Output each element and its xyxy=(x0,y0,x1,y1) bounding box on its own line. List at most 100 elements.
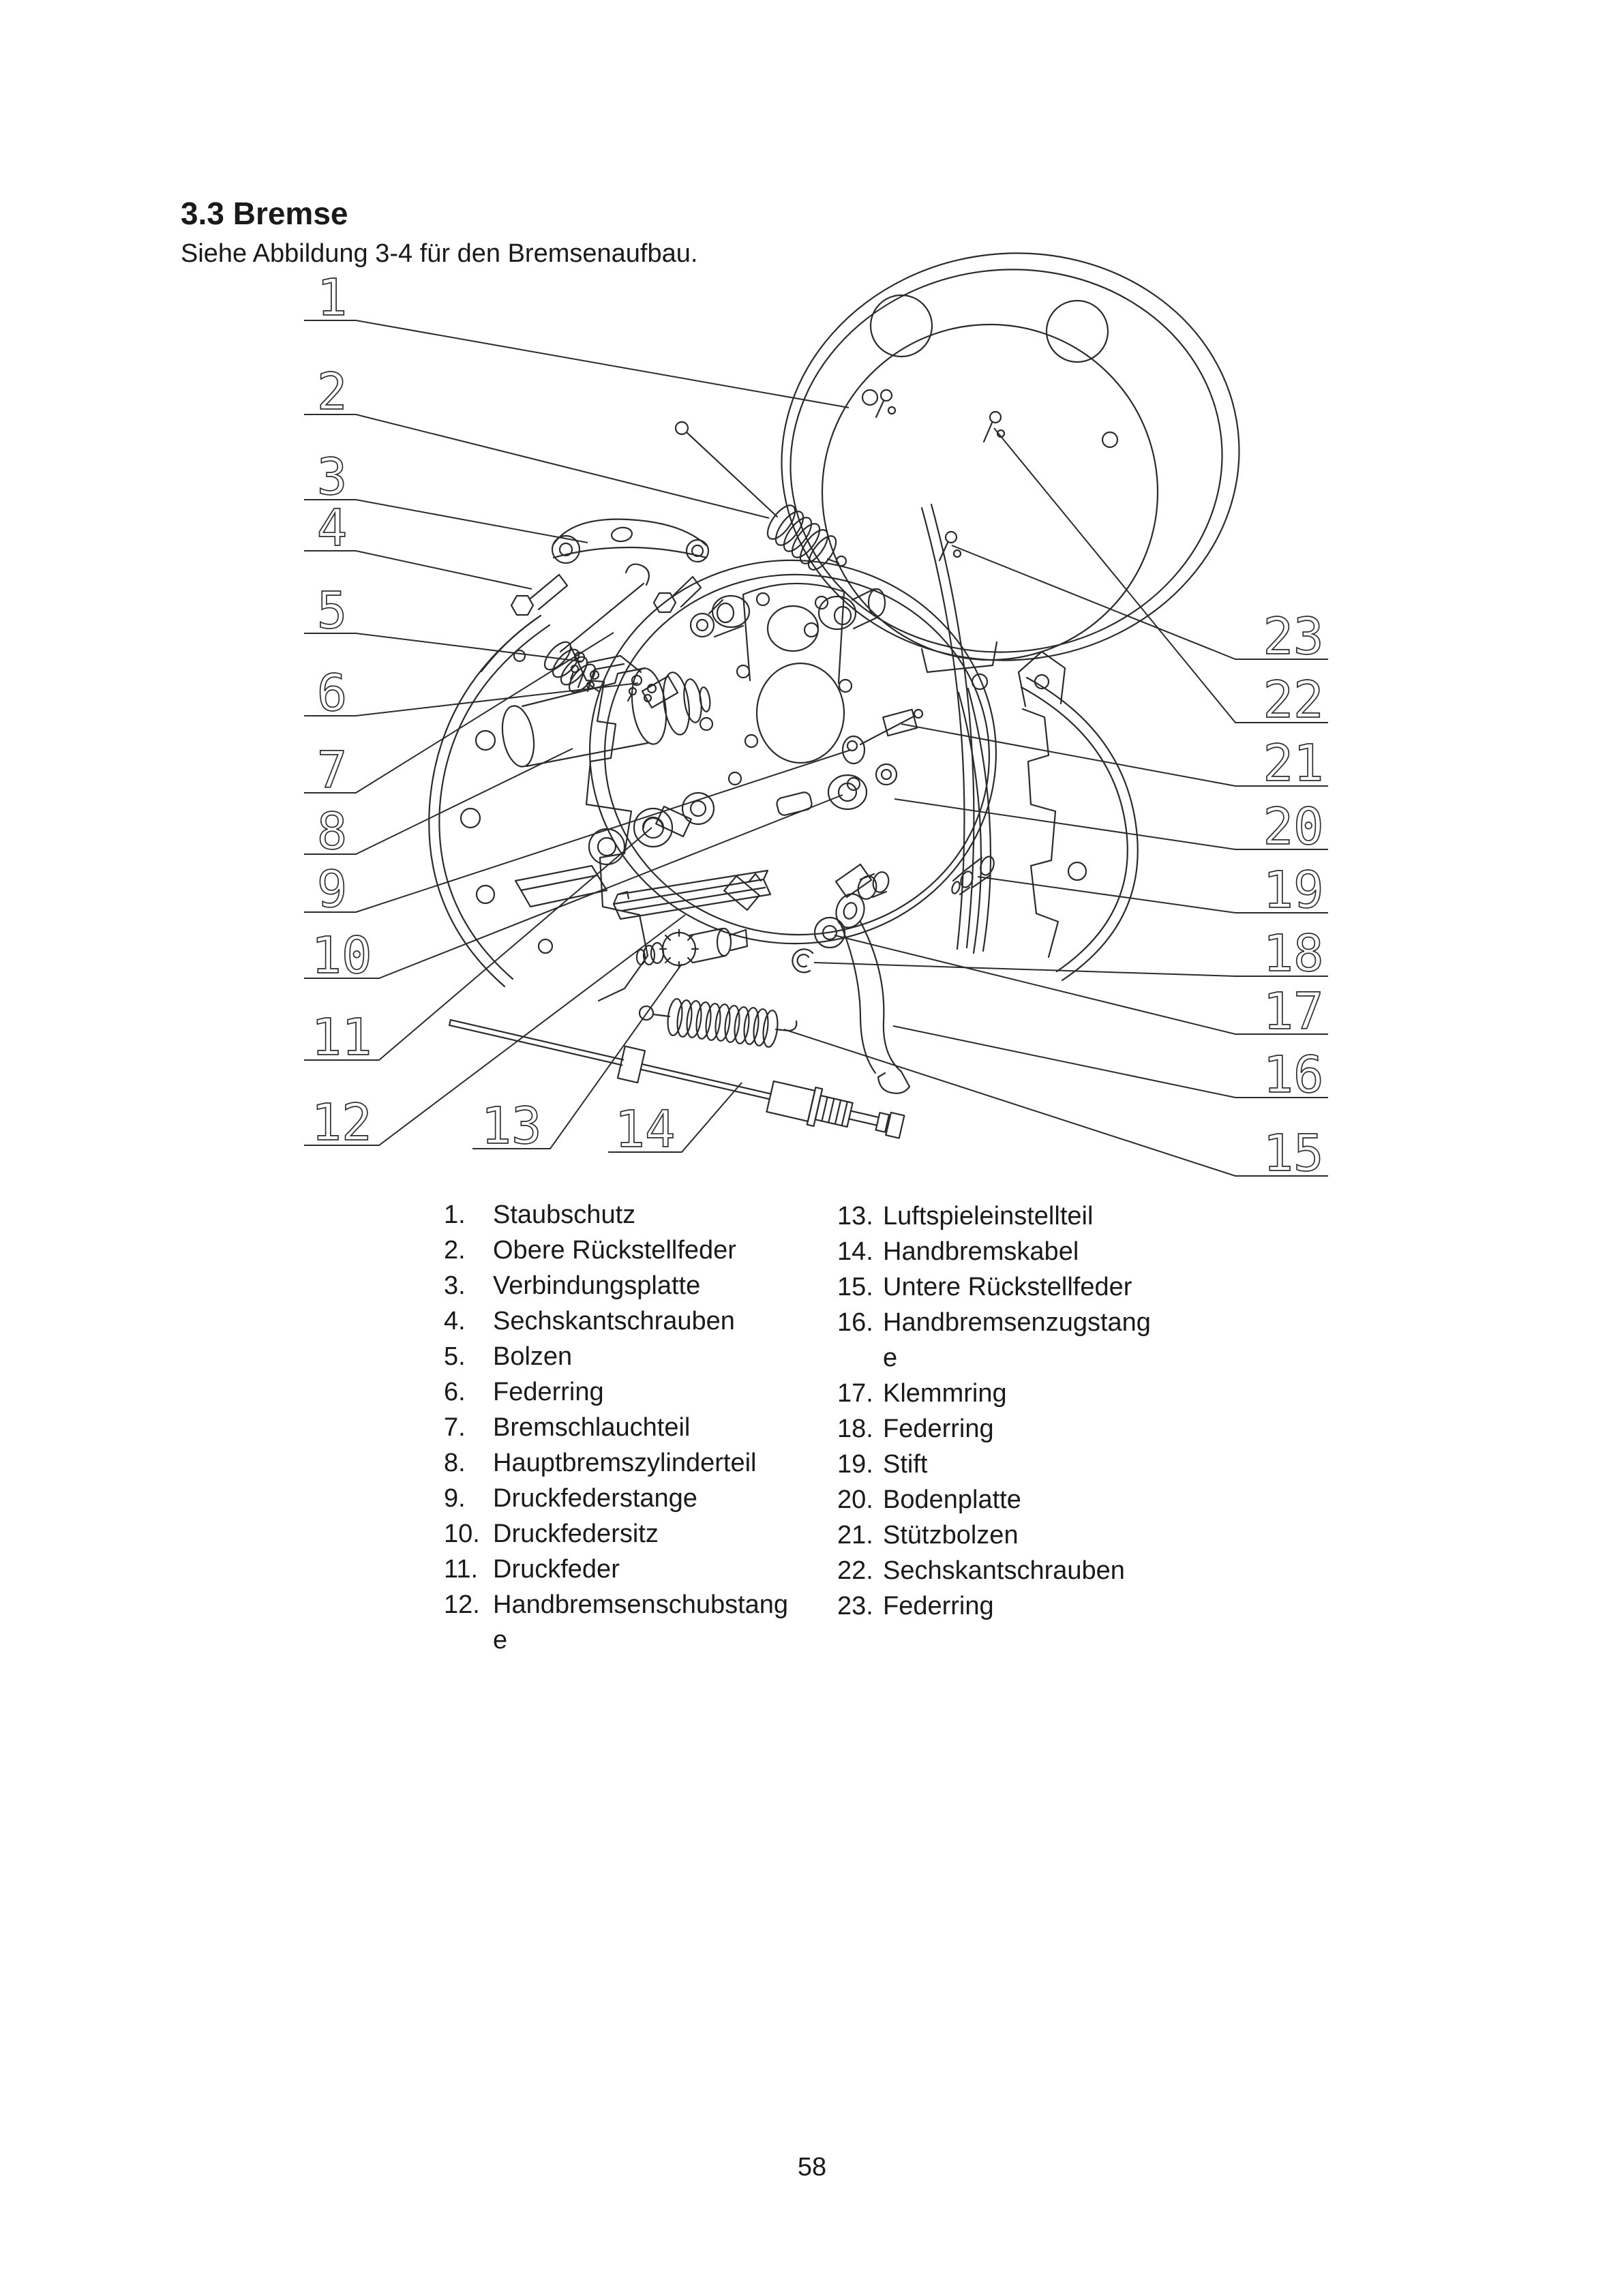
part-label: Bremschlauchteil xyxy=(493,1413,691,1442)
part-number: 21. xyxy=(837,1521,873,1550)
parts-list-right: 13. Luftspieleinstellteil 14. Handbremskabe… xyxy=(837,1198,1151,1624)
parts-list-item: 7. Bremschlauchteil xyxy=(444,1410,788,1445)
brake-hose-part-drawing xyxy=(543,563,650,693)
callout-leader-line xyxy=(472,963,682,1149)
part-label: Handbremskabel xyxy=(883,1237,1079,1266)
parts-list-item: 17. Klemmring xyxy=(837,1376,1151,1411)
callout-number: 21 xyxy=(1263,734,1323,793)
parts-list-item: 10.Druckfedersitz xyxy=(444,1516,788,1552)
callout-number: 7 xyxy=(317,741,348,800)
part-number: 3. xyxy=(444,1271,466,1300)
callout-number: 6 xyxy=(317,664,348,723)
part-number: 8. xyxy=(444,1449,466,1477)
part-number: 14. xyxy=(837,1237,873,1266)
part-label: Staubschutz xyxy=(493,1200,636,1229)
section-heading: 3.3 Bremse Siehe Abbildung 3-4 für den B… xyxy=(181,196,697,269)
callout-leader-line xyxy=(783,1029,1328,1177)
part-label: Sechskantschrauben xyxy=(883,1556,1125,1585)
left-brake-shoe-drawing xyxy=(428,614,649,1002)
part-number: 13. xyxy=(837,1202,873,1230)
part-label: Hauptbremszylinderteil xyxy=(493,1449,757,1477)
part-label: Luftspieleinstellteil xyxy=(883,1202,1094,1230)
part-number: 5. xyxy=(444,1342,466,1371)
part-number: 12. xyxy=(444,1590,480,1619)
part-number: 17. xyxy=(837,1379,873,1408)
right-brake-shoe-drawing xyxy=(957,650,1139,982)
upper-return-spring-drawing xyxy=(674,421,847,571)
push-rod-bar-drawing xyxy=(612,869,772,920)
parts-list-item: 21. Stützbolzen xyxy=(837,1517,1151,1553)
part-label: Federring xyxy=(883,1415,994,1443)
callout-leader-line xyxy=(901,723,1328,787)
parts-list-item: e xyxy=(444,1622,788,1658)
parts-list-item: 4.Sechskantschrauben xyxy=(444,1303,788,1339)
callout-number: 15 xyxy=(1263,1124,1323,1183)
parts-list-item: 18. Federring xyxy=(837,1411,1151,1447)
connecting-plate-drawing xyxy=(551,518,710,564)
part-label: Stift xyxy=(883,1450,928,1479)
part-number: 22. xyxy=(837,1556,873,1585)
dust-cover-drawing xyxy=(781,252,1240,691)
parts-list-item: 22. Sechskantschrauben xyxy=(837,1553,1151,1588)
callout-leader-line xyxy=(304,499,588,543)
callout-number: 22 xyxy=(1263,671,1323,729)
callout-number: 2 xyxy=(317,363,348,421)
parts-list-item: 5. Bolzen xyxy=(444,1339,788,1374)
parts-list-item: 6.Federring xyxy=(444,1374,788,1410)
adjuster-drawing xyxy=(635,927,749,969)
part-number: 1. xyxy=(444,1200,466,1229)
part-number: 2. xyxy=(444,1236,466,1265)
section-title: 3.3 Bremse xyxy=(181,196,348,231)
callout-leader-line xyxy=(813,962,1328,977)
callout-leader-line xyxy=(892,1025,1328,1098)
part-number: 7. xyxy=(444,1413,466,1442)
part-number: 11. xyxy=(444,1555,479,1584)
part-label: Klemmring xyxy=(883,1379,1007,1408)
parts-list-item: 8. Hauptbremszylinderteil xyxy=(444,1445,788,1481)
parts-list-item: 2.Obere Rückstellfeder xyxy=(444,1233,788,1268)
callout-number: 17 xyxy=(1263,982,1323,1041)
parts-list-item: 20.Bodenplatte xyxy=(837,1482,1151,1517)
part-label: Druckfedersitz xyxy=(493,1520,659,1548)
part-label: Federring xyxy=(493,1378,604,1406)
part-number: 23. xyxy=(837,1592,873,1620)
callout-leader-line xyxy=(951,545,1328,660)
callout-number: 23 xyxy=(1263,607,1323,666)
part-label: Bolzen xyxy=(493,1342,573,1371)
part-number: 9. xyxy=(444,1484,466,1513)
part-label: Handbremsenzugstang xyxy=(883,1308,1151,1337)
parts-list-item: e xyxy=(837,1340,1151,1376)
parts-list-item: 16. Handbremsenzugstang xyxy=(837,1305,1151,1340)
part-label: Druckfederstange xyxy=(493,1484,697,1513)
part-label: Bodenplatte xyxy=(883,1485,1021,1514)
drum-edge-arcs xyxy=(920,503,975,950)
lower-return-spring-drawing xyxy=(638,998,798,1048)
callout-leader-line xyxy=(304,320,849,408)
callout-number: 9 xyxy=(317,860,348,919)
handbrake-cable-drawing xyxy=(449,1019,905,1139)
hex-bolts-drawing xyxy=(510,573,702,616)
parts-list-item: 23. Federring xyxy=(837,1588,1151,1624)
part-number: 18. xyxy=(837,1415,873,1443)
part-label: Stützbolzen xyxy=(883,1521,1019,1550)
callout-leader-line xyxy=(304,749,852,913)
part-label: Verbindungsplatte xyxy=(493,1271,701,1300)
callout-number: 19 xyxy=(1263,861,1323,920)
callout-number: 3 xyxy=(317,448,348,507)
parts-list-item: 15.Untere Rückstellfeder xyxy=(837,1269,1151,1305)
pins-and-clips-drawing xyxy=(569,651,657,703)
page-number: 58 xyxy=(797,2153,827,2181)
callout-number: 20 xyxy=(1263,798,1323,856)
part-number: 16. xyxy=(837,1308,873,1337)
parts-list-item: 19.Stift xyxy=(837,1447,1151,1482)
callout-leader-line xyxy=(304,633,582,662)
callout-number: 18 xyxy=(1263,924,1323,983)
callout-number: 16 xyxy=(1263,1046,1323,1104)
part-label: e xyxy=(493,1626,508,1655)
part-number: 15. xyxy=(837,1273,873,1301)
parts-list-item: 11.Druckfeder xyxy=(444,1552,788,1587)
part-number: 4. xyxy=(444,1307,466,1335)
parts-list-item: 14. Handbremskabel xyxy=(837,1234,1151,1269)
part-label: Federring xyxy=(883,1592,994,1620)
